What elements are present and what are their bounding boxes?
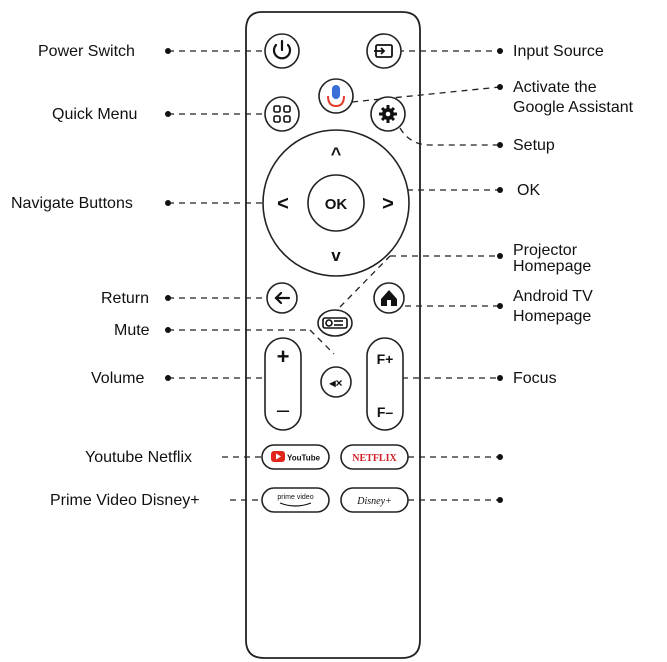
quick-menu-button[interactable] xyxy=(264,96,300,132)
focus-minus-button[interactable]: F– xyxy=(377,404,394,420)
volume-down-button[interactable]: – xyxy=(277,397,290,422)
projector-icon xyxy=(322,317,348,329)
return-button[interactable] xyxy=(266,282,298,314)
svg-text:YouTube: YouTube xyxy=(287,454,321,463)
navigation-pad: OK ^ v < > xyxy=(262,129,410,277)
ok-button[interactable] xyxy=(307,174,365,232)
projector-home-button[interactable] xyxy=(317,309,353,337)
label-ok: OK xyxy=(517,182,541,199)
volume-rocker[interactable]: + – xyxy=(264,337,302,431)
youtube-logo: YouTube xyxy=(271,451,321,463)
label-volume: Volume xyxy=(91,370,145,387)
youtube-button[interactable]: YouTube xyxy=(261,444,330,470)
nav-up-button[interactable]: ^ xyxy=(331,144,342,164)
nav-down-button[interactable]: v xyxy=(331,246,341,265)
prime-video-button[interactable]: prime video xyxy=(261,487,330,513)
svg-text:prime video: prime video xyxy=(277,494,313,501)
nav-left-button[interactable]: < xyxy=(277,193,289,215)
label-setup: Setup xyxy=(513,137,555,154)
label-prime-disney: Prime Video Disney+ xyxy=(50,492,200,509)
input-source-button[interactable] xyxy=(366,33,402,69)
leader-dots xyxy=(165,48,503,503)
home-icon xyxy=(381,290,397,306)
label-power-switch: Power Switch xyxy=(38,43,135,60)
netflix-button[interactable]: NETFLIX xyxy=(340,444,409,470)
input-icon xyxy=(374,44,393,58)
label-google-assistant-line1: Activate the xyxy=(513,79,597,96)
prime-video-logo: prime video xyxy=(277,494,314,507)
power-button[interactable] xyxy=(264,33,300,69)
label-google-assistant-line2: Google Assistant xyxy=(513,99,634,116)
label-return: Return xyxy=(101,290,150,307)
disney-plus-logo: Disney+ xyxy=(356,496,392,507)
leader-lines xyxy=(168,50,501,501)
back-arrow-icon xyxy=(274,291,291,305)
label-mute: Mute xyxy=(114,322,150,339)
android-tv-home-button[interactable] xyxy=(373,282,405,314)
power-icon xyxy=(272,39,292,60)
disney-plus-button[interactable]: Disney+ xyxy=(340,487,409,513)
nav-right-button[interactable]: > xyxy=(382,193,394,215)
mute-button[interactable]: ◂× xyxy=(320,366,352,398)
netflix-logo: NETFLIX xyxy=(352,453,397,464)
label-input-source: Input Source xyxy=(513,43,604,60)
grid-icon xyxy=(273,105,291,123)
label-projector-homepage-line1: Projector xyxy=(513,242,578,259)
gear-icon xyxy=(379,105,397,123)
label-quick-menu: Quick Menu xyxy=(52,106,138,123)
microphone-icon xyxy=(327,85,345,108)
mute-icon: ◂× xyxy=(328,376,342,390)
focus-plus-button[interactable]: F+ xyxy=(377,351,394,367)
label-navigate-buttons: Navigate Buttons xyxy=(11,195,133,212)
volume-up-button[interactable]: + xyxy=(277,344,290,369)
label-android-tv-homepage-line2: Homepage xyxy=(513,308,592,325)
setup-button[interactable] xyxy=(370,96,406,132)
label-youtube-netflix: Youtube Netflix xyxy=(85,449,193,466)
google-assistant-button[interactable] xyxy=(318,78,354,114)
label-focus: Focus xyxy=(513,370,557,387)
ok-button-label: OK xyxy=(325,196,348,213)
label-android-tv-homepage-line1: Android TV xyxy=(513,288,593,305)
focus-rocker[interactable]: F+ F– xyxy=(366,337,404,431)
label-projector-homepage-line2: Homepage xyxy=(513,258,592,275)
